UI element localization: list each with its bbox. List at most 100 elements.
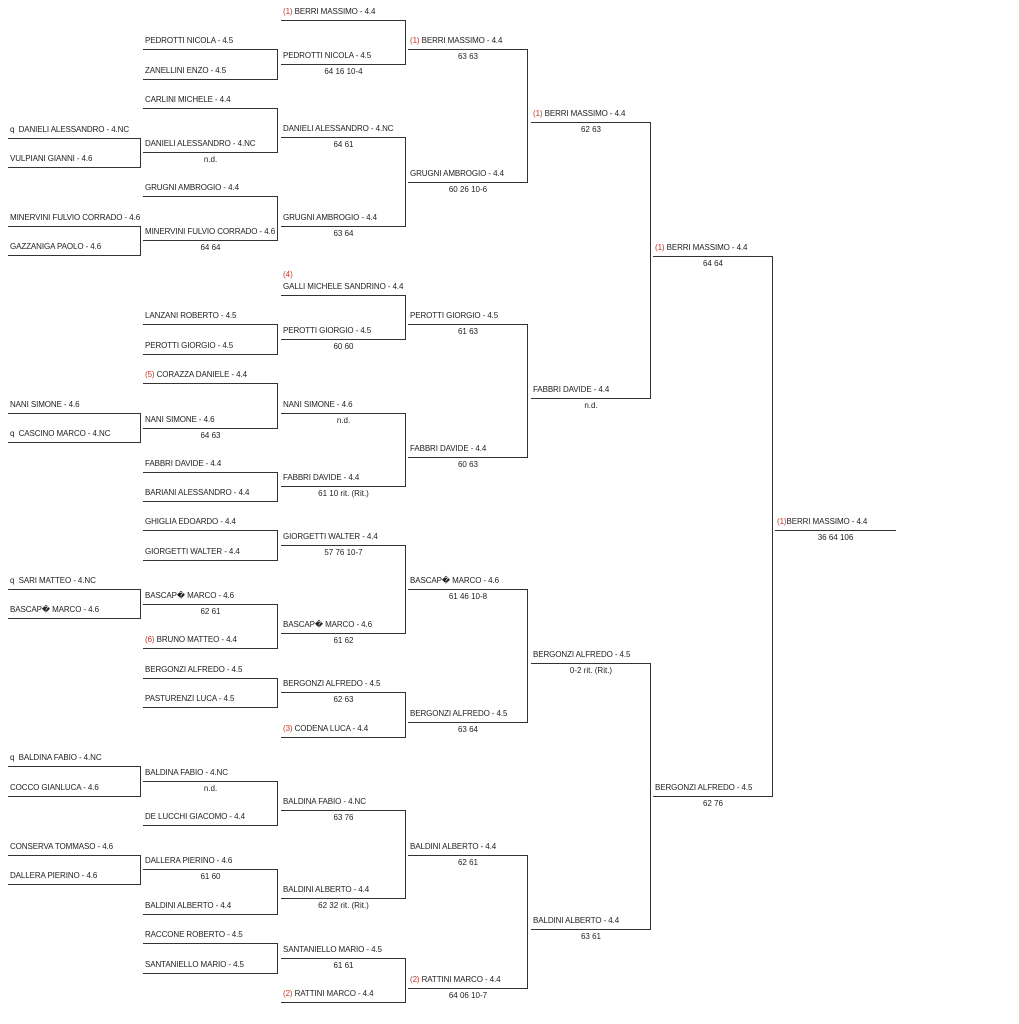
- bracket-entry[interactable]: q DANIELI ALESSANDRO - 4.NC: [8, 124, 141, 139]
- bracket-entry[interactable]: GHIGLIA EDOARDO - 4.4: [143, 516, 278, 531]
- bracket-entry[interactable]: BARIANI ALESSANDRO - 4.4: [143, 487, 278, 502]
- match-score: 61 10 rit. (Rit.): [318, 489, 369, 498]
- bracket-entry[interactable]: RACCONE ROBERTO - 4.5: [143, 929, 278, 944]
- bracket-entry[interactable]: DE LUCCHI GIACOMO - 4.4: [143, 811, 278, 826]
- bracket-entry[interactable]: BERGONZI ALFREDO - 4.5: [408, 708, 528, 723]
- match-score: 62 61: [200, 607, 221, 616]
- bracket-entry[interactable]: GRUGNI AMBROGIO - 4.4: [143, 182, 278, 197]
- seed-number: (1): [283, 7, 293, 16]
- bracket-entry[interactable]: (6) BRUNO MATTEO - 4.4: [143, 634, 278, 649]
- player-name: BERGONZI ALFREDO - 4.5: [533, 650, 631, 659]
- bracket-entry[interactable]: CONSERVA TOMMASO - 4.6: [8, 841, 141, 856]
- bracket-entry[interactable]: BALDINI ALBERTO - 4.4: [408, 841, 528, 856]
- bracket-entry[interactable]: (1) BERRI MASSIMO - 4.4: [281, 6, 406, 21]
- bracket-entry[interactable]: FABBRI DAVIDE - 4.4: [281, 472, 406, 487]
- bracket-entry[interactable]: MINERVINI FULVIO CORRADO - 4.6: [8, 212, 141, 227]
- bracket-entry[interactable]: q SARI MATTEO - 4.NC: [8, 575, 141, 590]
- bracket-entry[interactable]: GRUGNI AMBROGIO - 4.4: [408, 168, 528, 183]
- match-score: 0-2 rit. (Rit.): [569, 666, 613, 675]
- bracket-entry[interactable]: DANIELI ALESSANDRO - 4.NC: [281, 123, 406, 138]
- bracket-entry[interactable]: (1) BERRI MASSIMO - 4.4: [408, 35, 528, 50]
- match-score: 57 76 10-7: [324, 548, 363, 557]
- bracket-entry[interactable]: BERGONZI ALFREDO - 4.5: [143, 664, 278, 679]
- bracket-entry[interactable]: DALLERA PIERINO - 4.6: [143, 855, 278, 870]
- player-name: GIORGETTI WALTER - 4.4: [145, 547, 240, 556]
- bracket-entry[interactable]: FABBRI DAVIDE - 4.4: [531, 384, 651, 399]
- bracket-entry[interactable]: SANTANIELLO MARIO - 4.5: [281, 944, 406, 959]
- bracket-entry[interactable]: PEROTTI GIORGIO - 4.5: [143, 340, 278, 355]
- bracket-entry[interactable]: SANTANIELLO MARIO - 4.5: [143, 959, 278, 974]
- player-name: PASTURENZI LUCA - 4.5: [145, 694, 235, 703]
- bracket-entry[interactable]: BASCAP� MARCO - 4.6: [8, 604, 141, 619]
- player-name: NANI SIMONE - 4.6: [283, 400, 353, 409]
- bracket-connector: [277, 869, 278, 915]
- bracket-entry[interactable]: BALDINI ALBERTO - 4.4: [281, 884, 406, 899]
- player-name: BRUNO MATTEO - 4.4: [154, 635, 237, 644]
- bracket-entry[interactable]: PEROTTI GIORGIO - 4.5: [408, 310, 528, 325]
- bracket-entry[interactable]: (5) CORAZZA DANIELE - 4.4: [143, 369, 278, 384]
- bracket-entry[interactable]: BALDINA FABIO - 4.NC: [281, 796, 406, 811]
- bracket-entry[interactable]: (3) CODENA LUCA - 4.4: [281, 723, 406, 738]
- bracket-entry[interactable]: (1) BERRI MASSIMO - 4.4: [531, 108, 651, 123]
- bracket-entry[interactable]: (1) BERRI MASSIMO - 4.4: [653, 242, 773, 257]
- match-score: 62 76: [702, 799, 724, 808]
- bracket-entry[interactable]: GAZZANIGA PAOLO - 4.6: [8, 241, 141, 256]
- bracket-entry[interactable]: FABBRI DAVIDE - 4.4: [143, 458, 278, 473]
- bracket-connector: [650, 663, 651, 930]
- player-name: CORAZZA DANIELE - 4.4: [154, 370, 247, 379]
- bracket-entry[interactable]: MINERVINI FULVIO CORRADO - 4.6: [143, 226, 278, 241]
- bracket-entry[interactable]: PEDROTTI NICOLA - 4.5: [281, 50, 406, 65]
- bracket-entry[interactable]: q BALDINA FABIO - 4.NC: [8, 752, 141, 767]
- bracket-entry[interactable]: CARLINI MICHELE - 4.4: [143, 94, 278, 109]
- match-score: 64 63: [200, 431, 221, 440]
- bracket-entry[interactable]: NANI SIMONE - 4.6: [281, 399, 406, 414]
- bracket-entry[interactable]: DANIELI ALESSANDRO - 4.NC: [143, 138, 278, 153]
- bracket-entry[interactable]: GRUGNI AMBROGIO - 4.4: [281, 212, 406, 227]
- bracket-connector: [277, 49, 278, 80]
- bracket-connector: [405, 545, 406, 634]
- bracket-entry[interactable]: COCCO GIANLUCA - 4.6: [8, 782, 141, 797]
- bracket-entry[interactable]: q CASCINO MARCO - 4.NC: [8, 428, 141, 443]
- bracket-entry[interactable]: PASTURENZI LUCA - 4.5: [143, 693, 278, 708]
- bracket-entry[interactable]: LANZANI ROBERTO - 4.5: [143, 310, 278, 325]
- bracket-entry[interactable]: GIORGETTI WALTER - 4.4: [143, 546, 278, 561]
- bracket-entry[interactable]: (2) RATTINI MARCO - 4.4: [281, 988, 406, 1003]
- bracket-entry[interactable]: BERGONZI ALFREDO - 4.5: [281, 678, 406, 693]
- bracket-entry[interactable]: DALLERA PIERINO - 4.6: [8, 870, 141, 885]
- bracket-connector: [405, 137, 406, 227]
- bracket-connector: [140, 138, 141, 168]
- player-name: RATTINI MARCO - 4.4: [419, 975, 501, 984]
- bracket-entry[interactable]: ZANELLINI ENZO - 4.5: [143, 65, 278, 80]
- bracket-entry[interactable]: GALLI MICHELE SANDRINO - 4.4: [281, 281, 406, 296]
- bracket-connector: [650, 122, 651, 399]
- bracket-entry[interactable]: (1)BERRI MASSIMO - 4.4: [775, 516, 896, 531]
- bracket-entry[interactable]: BASCAP� MARCO - 4.6: [143, 590, 278, 605]
- bracket-connector: [405, 295, 406, 340]
- player-name: BASCAP� MARCO - 4.6: [283, 620, 372, 629]
- bracket-connector: [277, 604, 278, 649]
- bracket-entry[interactable]: BALDINI ALBERTO - 4.4: [143, 900, 278, 915]
- bracket-entry[interactable]: BALDINI ALBERTO - 4.4: [531, 915, 651, 930]
- player-name: BERGONZI ALFREDO - 4.5: [655, 783, 753, 792]
- bracket-entry[interactable]: BERGONZI ALFREDO - 4.5: [653, 782, 773, 797]
- bracket-entry[interactable]: (2) RATTINI MARCO - 4.4: [408, 974, 528, 989]
- bracket-entry[interactable]: PEDROTTI NICOLA - 4.5: [143, 35, 278, 50]
- player-name: BALDINI ALBERTO - 4.4: [283, 885, 370, 894]
- bracket-entry[interactable]: BERGONZI ALFREDO - 4.5: [531, 649, 651, 664]
- bracket-connector: [405, 692, 406, 738]
- bracket-entry[interactable]: BASCAP� MARCO - 4.6: [408, 575, 528, 590]
- bracket-entry[interactable]: NANI SIMONE - 4.6: [143, 414, 278, 429]
- bracket-connector: [277, 383, 278, 429]
- bracket-entry[interactable]: BASCAP� MARCO - 4.6: [281, 619, 406, 634]
- player-name: q SARI MATTEO - 4.NC: [10, 576, 96, 585]
- bracket-entry[interactable]: FABBRI DAVIDE - 4.4: [408, 443, 528, 458]
- bracket-connector: [277, 324, 278, 355]
- bracket-entry[interactable]: GIORGETTI WALTER - 4.4: [281, 531, 406, 546]
- bracket-entry[interactable]: BALDINA FABIO - 4.NC: [143, 767, 278, 782]
- bracket-entry[interactable]: NANI SIMONE - 4.6: [8, 399, 141, 414]
- player-name: COCCO GIANLUCA - 4.6: [10, 783, 99, 792]
- bracket-entry[interactable]: PEROTTI GIORGIO - 4.5: [281, 325, 406, 340]
- bracket-connector: [140, 855, 141, 885]
- match-score: 61 63: [457, 327, 479, 336]
- bracket-entry[interactable]: VULPIANI GIANNI - 4.6: [8, 153, 141, 168]
